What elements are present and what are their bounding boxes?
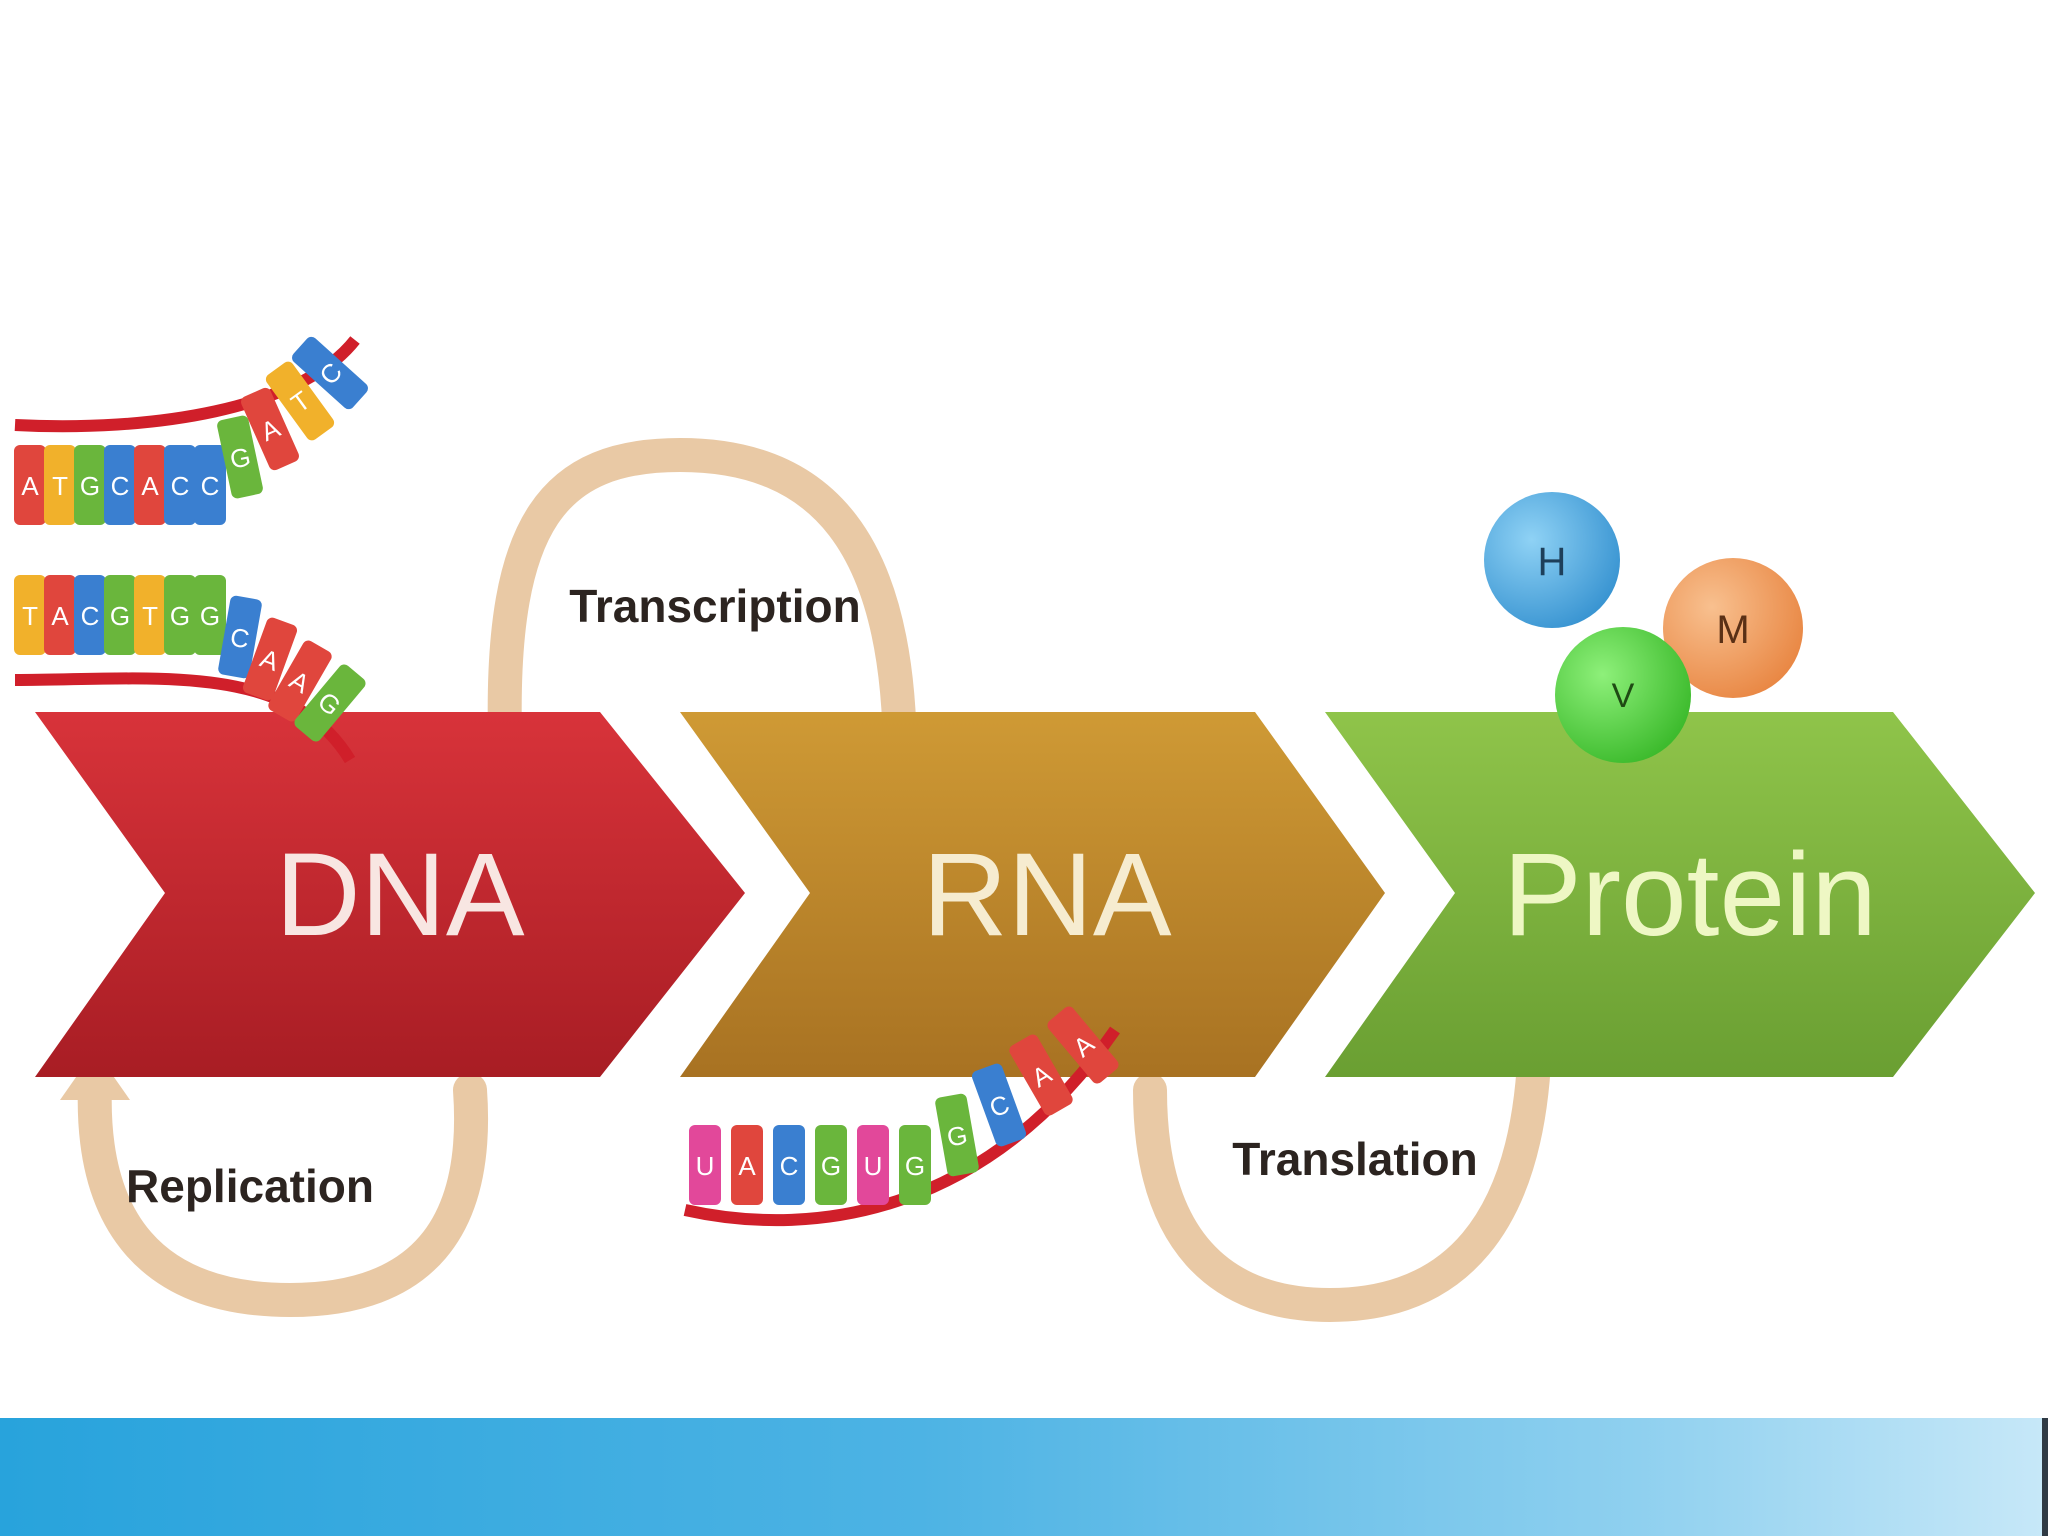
dna-top-base-1: T	[44, 445, 76, 525]
dna-label: DNA	[275, 829, 524, 961]
dna-bottom-base-3: G	[104, 575, 136, 655]
rna-label: RNA	[922, 829, 1171, 961]
svg-text:G: G	[110, 601, 130, 631]
dna-bottom-base-0: T	[14, 575, 46, 655]
dna-top-base-9: T	[265, 361, 335, 441]
svg-text:C: C	[201, 471, 220, 501]
rna-base-1: A	[731, 1125, 763, 1205]
rna-base-0: U	[689, 1125, 721, 1205]
protein-sphere-v: V	[1555, 627, 1691, 763]
dna-bottom-base-9: A	[268, 640, 332, 722]
svg-text:U: U	[696, 1151, 715, 1181]
svg-text:A: A	[21, 471, 39, 501]
dna-bottom-base-4: T	[134, 575, 166, 655]
svg-text:A: A	[51, 601, 69, 631]
rna-base-7: C	[971, 1063, 1027, 1147]
rna-base-2: C	[773, 1125, 805, 1205]
sphere-h-letter: H	[1538, 540, 1567, 584]
rna-base-8: A	[1009, 1034, 1073, 1116]
replication-label: Replication	[126, 1160, 374, 1212]
dna-top-base-8: A	[241, 387, 299, 471]
dna-top-base-0: A	[14, 445, 46, 525]
svg-text:C: C	[81, 601, 100, 631]
dna-bottom-base-2: C	[74, 575, 106, 655]
rna-base-3: G	[815, 1125, 847, 1205]
svg-text:G: G	[200, 601, 220, 631]
svg-text:U: U	[864, 1151, 883, 1181]
dna-bottom-base-6: G	[194, 575, 226, 655]
dna-top-base-10: C	[292, 336, 368, 410]
rna-base-4: U	[857, 1125, 889, 1205]
svg-text:G: G	[170, 601, 190, 631]
svg-text:A: A	[738, 1151, 756, 1181]
dna-bottom-base-5: G	[164, 575, 196, 655]
footer-band	[0, 1418, 2048, 1536]
dna-top-base-7: G	[217, 415, 263, 499]
sphere-m-letter: M	[1716, 608, 1749, 652]
dna-bottom-base-8: A	[242, 617, 298, 701]
dna-top-base-5: C	[164, 445, 196, 525]
dna-chevron	[35, 712, 745, 1077]
svg-text:C: C	[171, 471, 190, 501]
dna-top-base-4: A	[134, 445, 166, 525]
protein-chevron	[1325, 712, 2035, 1077]
transcription-label: Transcription	[569, 580, 860, 632]
svg-text:G: G	[905, 1151, 925, 1181]
protein-label: Protein	[1503, 829, 1877, 961]
dna-top-base-3: C	[104, 445, 136, 525]
svg-text:T: T	[52, 471, 68, 501]
svg-text:G: G	[80, 471, 100, 501]
protein-sphere-h: H	[1484, 492, 1620, 628]
rna-chevron	[680, 712, 1385, 1077]
edge-line	[2042, 1418, 2048, 1536]
rna-base-5: G	[899, 1125, 931, 1205]
rna-base-6: G	[935, 1093, 979, 1177]
svg-text:A: A	[141, 471, 159, 501]
protein-sphere-m: M	[1663, 558, 1803, 698]
dna-top-base-6: C	[194, 445, 226, 525]
dna-bottom-base-7: C	[218, 595, 262, 679]
translation-label: Translation	[1232, 1133, 1477, 1185]
svg-text:T: T	[22, 601, 38, 631]
svg-text:G: G	[821, 1151, 841, 1181]
svg-text:C: C	[228, 622, 252, 655]
sphere-v-letter: V	[1612, 677, 1635, 715]
dna-bottom-base-1: A	[44, 575, 76, 655]
svg-text:T: T	[142, 601, 158, 631]
svg-text:C: C	[111, 471, 130, 501]
svg-text:C: C	[780, 1151, 799, 1181]
dna-top-base-2: G	[74, 445, 106, 525]
